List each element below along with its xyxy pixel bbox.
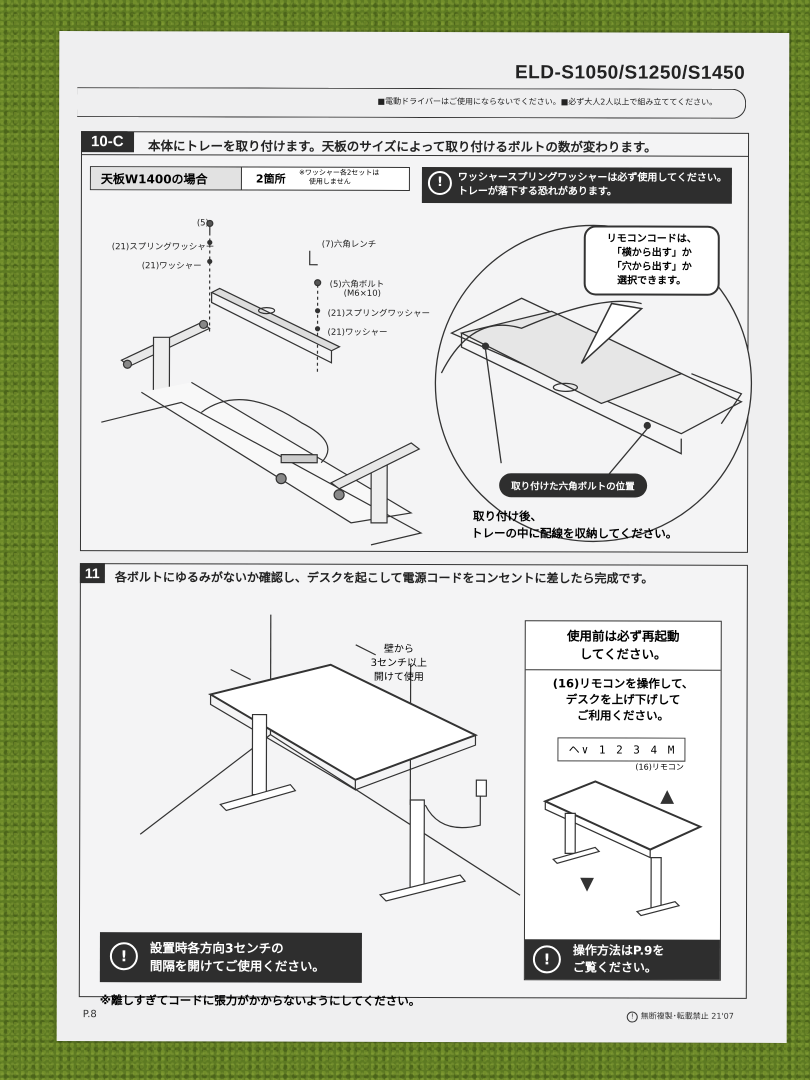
- restart-panel: 使用前は必ず再起動 してください。 (16)リモコンを操作して、 デスクを上げ下…: [523, 620, 722, 981]
- copyright-mark-icon: !: [626, 1011, 638, 1023]
- step-11-section: 11 各ボルトにゆるみがないか確認し、デスクを起こして電源コードをコンセントに差…: [78, 563, 748, 1008]
- remote-line-2: デスクを上げ下げして: [565, 692, 681, 707]
- assembly-notice-banner: ■電動ドライバーはご使用にならないでください。■必ず大人2人以上で組み立ててくだ…: [77, 87, 747, 119]
- gap-warning-line-2: 間隔を開けてご使用ください。: [149, 958, 325, 974]
- remote-cord-callout: リモコンコードは、 「横から出す」か 「穴から出す」か 選択できます。: [583, 225, 720, 296]
- callout-line-4: 選択できます。: [617, 275, 687, 287]
- copyright-text: 無断複製･転載禁止 21'07: [640, 1011, 734, 1021]
- remote-line-3: ご利用ください。: [577, 708, 670, 723]
- wall-note-1: 壁から: [383, 643, 414, 655]
- tray-assembly-illustration: [101, 219, 753, 546]
- step-instruction: 各ボルトにゆるみがないか確認し、デスクを起こして電源コードをコンセントに差したら…: [114, 570, 654, 586]
- wall-note-2: 3センチ以上: [370, 657, 428, 670]
- restart-line-2: してください。: [579, 646, 667, 662]
- copyright-notice: !無断複製･転載禁止 21'07: [626, 1011, 734, 1023]
- restart-line-1: 使用前は必ず再起動: [566, 628, 680, 644]
- step-10c-section: 10-C 本体にトレーを取り付けます。天板のサイズによって取り付けるボルトの数が…: [79, 131, 753, 553]
- page-number: P.8: [82, 1009, 97, 1021]
- wall-note-3: 開けて使用: [373, 671, 424, 684]
- assembly-notice: ■電動ドライバーはご使用にならないでください。■必ず大人2人以上で組み立ててくだ…: [377, 96, 718, 107]
- warning-icon: !: [109, 942, 138, 971]
- remote-line-1: (16)リモコンを操作して、: [552, 676, 694, 691]
- operation-note: ! 操作方法はP.9を ご覧ください。: [524, 939, 720, 980]
- gap-warning: ! 設置時各方向3センチの 間隔を開けてご使用ください。: [99, 932, 362, 983]
- remote-control-display: ヘ∨ 1 2 3 4 M: [557, 737, 686, 762]
- desk-wall-illustration: [139, 614, 521, 902]
- operation-line-1: 操作方法はP.9を: [572, 943, 665, 958]
- after-line-2: トレーの中に配線を収納してください。: [470, 526, 678, 541]
- manual-page: ELD-S1050/S1250/S1450 ■電動ドライバーはご使用にならないで…: [56, 31, 790, 1043]
- warning-icon: !: [532, 945, 561, 974]
- standing-desk-illustration: ▲ ▼: [542, 780, 703, 917]
- callout-line-2: 「横から出す」か: [611, 247, 692, 259]
- cord-tension-note: ※離しすぎてコードに張力がかからないようにしてください。: [99, 993, 421, 1008]
- arrow-down-icon: ▼: [580, 873, 594, 894]
- callout-line-1: リモコンコードは、: [606, 233, 697, 245]
- model-number: ELD-S1050/S1250/S1450: [514, 62, 746, 84]
- arrow-up-icon: ▲: [660, 786, 674, 807]
- operation-line-2: ご覧ください。: [572, 960, 657, 975]
- bolt-position-label: 取り付けた六角ボルトの位置: [499, 473, 647, 498]
- step-number: 11: [79, 563, 105, 584]
- callout-line-3: 「穴から出す」か: [611, 261, 692, 273]
- after-line-1: 取り付け後、: [473, 509, 543, 524]
- gap-warning-line-1: 設置時各方向3センチの: [149, 940, 284, 956]
